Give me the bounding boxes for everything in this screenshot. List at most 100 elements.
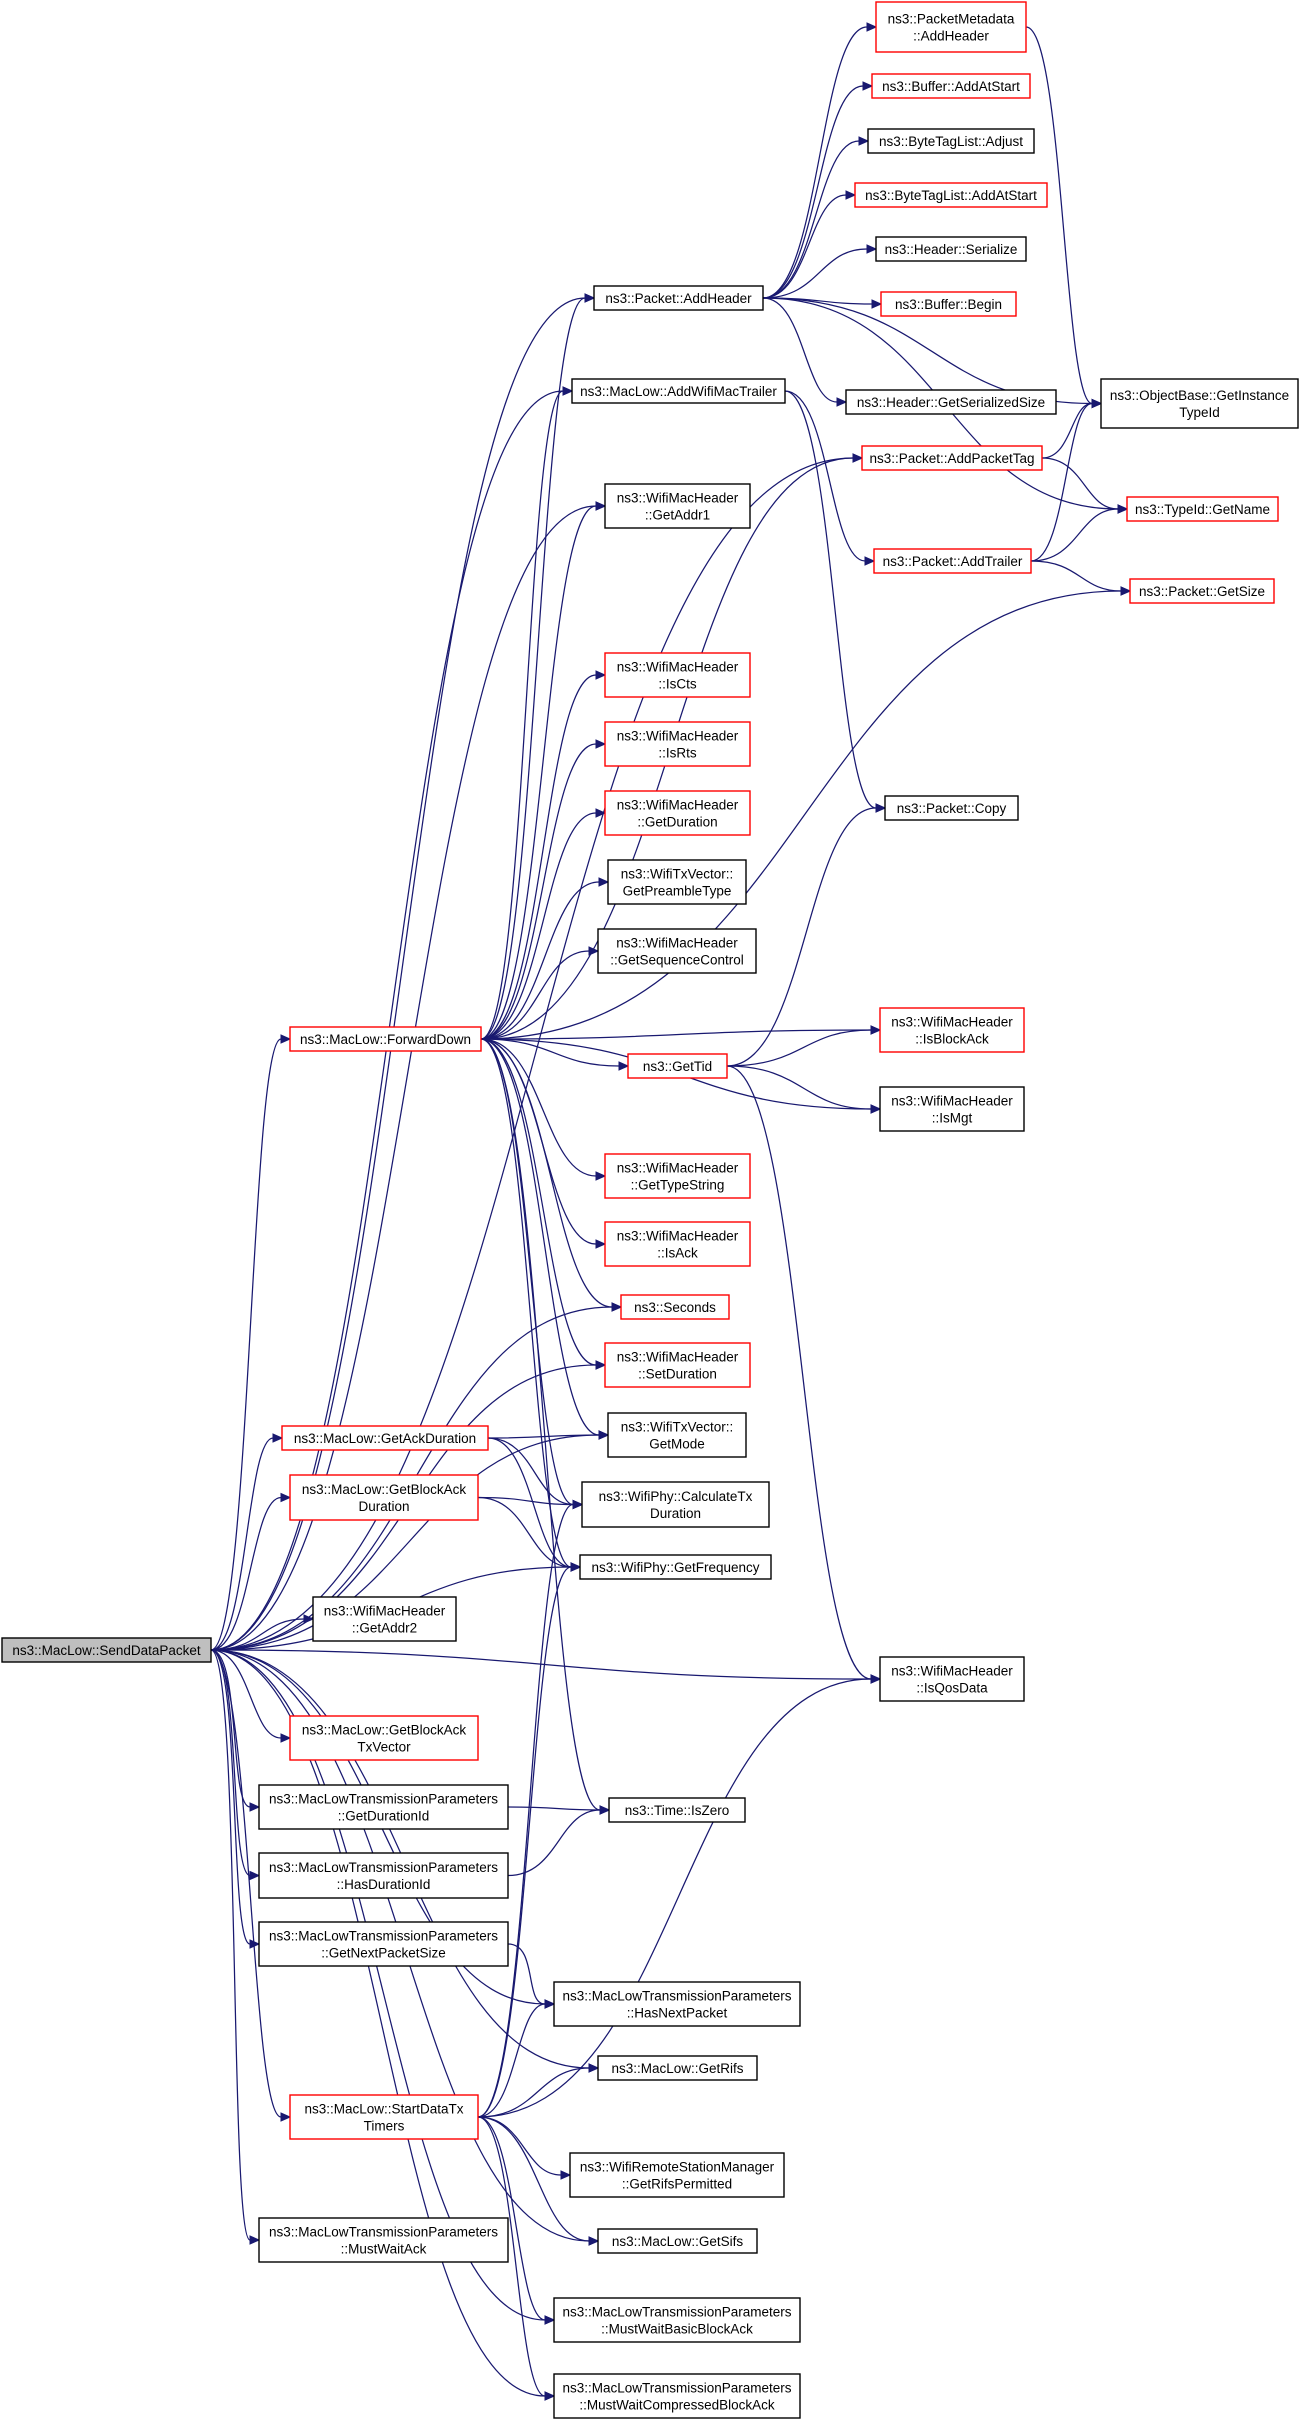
node-wifi-mac-header-set-duration[interactable]: ns3::WifiMacHeader::SetDuration	[604, 1342, 751, 1388]
node-label: ns3::WifiMacHeader	[616, 936, 738, 951]
node-mltp-has-next-packet[interactable]: ns3::MacLowTransmissionParameters::HasNe…	[553, 1981, 801, 2027]
node-mltp-has-duration-id[interactable]: ns3::MacLowTransmissionParameters::HasDu…	[258, 1852, 509, 1899]
edge-arrowhead	[595, 739, 607, 749]
node-mac-low-get-sifs[interactable]: ns3::MacLow::GetSifs	[597, 2228, 758, 2254]
node-get-tid[interactable]: ns3::GetTid	[627, 1053, 728, 1079]
edge-mac-low-forward-down-to-wifi-tx-vector-get-preamble-type	[480, 877, 610, 1040]
node-label: ns3::WifiMacHeader	[617, 660, 739, 675]
edge-line	[210, 1649, 251, 2241]
edge-line	[480, 505, 597, 1040]
node-time-is-zero[interactable]: ns3::Time::IsZero	[608, 1797, 746, 1823]
node-wifi-mac-header-is-mgt[interactable]: ns3::WifiMacHeader::IsMgt	[879, 1086, 1025, 1132]
node-packet-get-size[interactable]: ns3::Packet::GetSize	[1129, 578, 1275, 604]
node-wifi-mac-header-is-qos-data[interactable]: ns3::WifiMacHeader::IsQosData	[879, 1656, 1025, 1702]
node-label: ns3::WifiRemoteStationManager	[580, 2160, 775, 2175]
node-label: ns3::MacLowTransmissionParameters	[269, 2225, 498, 2240]
node-packet-add-header[interactable]: ns3::Packet::AddHeader	[593, 285, 764, 311]
node-wifi-mac-header-get-addr1[interactable]: ns3::WifiMacHeader::GetAddr1	[604, 483, 751, 529]
node-mltp-get-duration-id[interactable]: ns3::MacLowTransmissionParameters::GetDu…	[258, 1784, 509, 1830]
edge-line	[480, 1038, 620, 1067]
node-mltp-must-wait-compressed-block-ack[interactable]: ns3::MacLowTransmissionParameters::MustW…	[553, 2373, 801, 2419]
node-box	[1129, 578, 1275, 604]
node-label: ns3::WifiMacHeader	[617, 729, 739, 744]
node-label: ns3::MacLowTransmissionParameters	[269, 1929, 498, 1944]
edge-arrowhead	[870, 1025, 882, 1035]
edge-mac-low-start-data-tx-timers-to-mltp-must-wait-basic-block-ack	[477, 2116, 556, 2325]
node-byte-tag-list-adjust[interactable]: ns3::ByteTagList::Adjust	[867, 128, 1035, 154]
edge-line	[480, 674, 597, 1040]
node-label: ns3::WifiTxVector::	[621, 867, 734, 882]
node-box	[620, 1294, 730, 1320]
node-label: ns3::WifiMacHeader	[617, 1350, 739, 1365]
node-wifi-mac-header-is-rts[interactable]: ns3::WifiMacHeader::IsRts	[604, 721, 751, 767]
node-wifi-tx-vector-get-mode[interactable]: ns3::WifiTxVector::GetMode	[607, 1412, 747, 1458]
edge-line	[210, 457, 854, 1651]
node-box	[553, 1981, 801, 2027]
edge-arrowhead	[1091, 398, 1103, 409]
node-send-data-packet[interactable]: ns3::MacLow::SendDataPacket	[1, 1637, 212, 1663]
edge-arrowhead	[845, 190, 857, 200]
node-label: ns3::WifiPhy::GetFrequency	[591, 1560, 759, 1575]
node-box	[553, 2373, 801, 2419]
node-type-id-get-name[interactable]: ns3::TypeId::GetName	[1126, 496, 1279, 522]
node-wifi-mac-header-get-duration[interactable]: ns3::WifiMacHeader::GetDuration	[604, 790, 751, 836]
node-wifi-mac-header-is-block-ack[interactable]: ns3::WifiMacHeader::IsBlockAck	[879, 1007, 1025, 1053]
node-packet-metadata-add-header[interactable]: ns3::PacketMetadata::AddHeader	[875, 1, 1027, 53]
edge-line	[210, 1618, 305, 1651]
node-seconds[interactable]: ns3::Seconds	[620, 1294, 730, 1320]
node-label: ns3::MacLow::GetSifs	[612, 2234, 744, 2249]
node-box	[604, 1153, 751, 1199]
node-mac-low-get-rifs[interactable]: ns3::MacLow::GetRifs	[597, 2055, 758, 2081]
edge-line	[507, 1809, 601, 1877]
node-label: ns3::ByteTagList::Adjust	[879, 134, 1023, 149]
node-box	[873, 548, 1032, 574]
node-wrsm-get-rifs-permitted[interactable]: ns3::WifiRemoteStationManager::GetRifsPe…	[569, 2152, 785, 2198]
node-header-get-serialized-size[interactable]: ns3::Header::GetSerializedSize	[845, 389, 1057, 415]
node-wifi-mac-header-get-addr2[interactable]: ns3::WifiMacHeader::GetAddr2	[312, 1596, 457, 1642]
node-mltp-must-wait-basic-block-ack[interactable]: ns3::MacLowTransmissionParameters::MustW…	[553, 2297, 801, 2343]
node-box	[604, 652, 751, 698]
node-buffer-add-at-start[interactable]: ns3::Buffer::AddAtStart	[871, 73, 1031, 99]
node-packet-copy[interactable]: ns3::Packet::Copy	[884, 795, 1019, 821]
edge-send-data-packet-to-mltp-has-duration-id	[210, 1649, 261, 1881]
node-box	[281, 1425, 489, 1451]
node-label: GetMode	[649, 1437, 705, 1452]
node-packet-add-packet-tag[interactable]: ns3::Packet::AddPacketTag	[861, 445, 1043, 471]
node-mltp-must-wait-ack[interactable]: ns3::MacLowTransmissionParameters::MustW…	[258, 2217, 509, 2263]
edge-line	[726, 807, 877, 1067]
node-wifi-mac-header-get-type-string[interactable]: ns3::WifiMacHeader::GetTypeString	[604, 1153, 751, 1199]
node-wifi-phy-get-frequency[interactable]: ns3::WifiPhy::GetFrequency	[579, 1554, 772, 1580]
edge-arrowhead	[595, 670, 607, 680]
edge-arrowhead	[852, 453, 864, 463]
node-label: ::GetDurationId	[338, 1809, 430, 1824]
node-mac-low-add-wifi-mac-trailer[interactable]: ns3::MacLow::AddWifiMacTrailer	[571, 378, 786, 404]
edge-line	[210, 1434, 600, 1651]
node-mac-low-forward-down[interactable]: ns3::MacLow::ForwardDown	[289, 1026, 482, 1052]
node-label: ns3::Buffer::Begin	[895, 297, 1002, 312]
node-buffer-begin[interactable]: ns3::Buffer::Begin	[880, 291, 1017, 317]
node-label: ::IsBlockAck	[915, 1032, 989, 1047]
edge-line	[480, 881, 600, 1040]
edge-arrowhead	[866, 244, 878, 254]
edge-mac-low-start-data-tx-timers-to-wifi-phy-get-frequency	[477, 1562, 582, 2118]
node-wifi-mac-header-get-sequence-control[interactable]: ns3::WifiMacHeader::GetSequenceControl	[597, 928, 757, 974]
node-mltp-get-next-packet-size[interactable]: ns3::MacLowTransmissionParameters::GetNe…	[258, 1921, 509, 1967]
node-packet-add-trailer[interactable]: ns3::Packet::AddTrailer	[873, 548, 1032, 574]
edge-line	[507, 1806, 601, 1811]
node-wifi-mac-header-is-cts[interactable]: ns3::WifiMacHeader::IsCts	[604, 652, 751, 698]
edge-line	[480, 743, 597, 1040]
node-byte-tag-list-add-at-start[interactable]: ns3::ByteTagList::AddAtStart	[854, 182, 1048, 208]
node-mac-low-get-ack-duration[interactable]: ns3::MacLow::GetAckDuration	[281, 1425, 489, 1451]
node-wifi-mac-header-is-ack[interactable]: ns3::WifiMacHeader::IsAck	[604, 1221, 751, 1267]
node-wifi-tx-vector-get-preamble-type[interactable]: ns3::WifiTxVector::GetPreambleType	[607, 859, 747, 905]
edge-line	[210, 1437, 274, 1651]
node-label: ::GetDuration	[637, 815, 717, 830]
edge-line	[210, 1649, 546, 2321]
node-label: ns3::Packet::Copy	[897, 801, 1007, 816]
node-header-serialize[interactable]: ns3::Header::Serialize	[875, 236, 1027, 262]
